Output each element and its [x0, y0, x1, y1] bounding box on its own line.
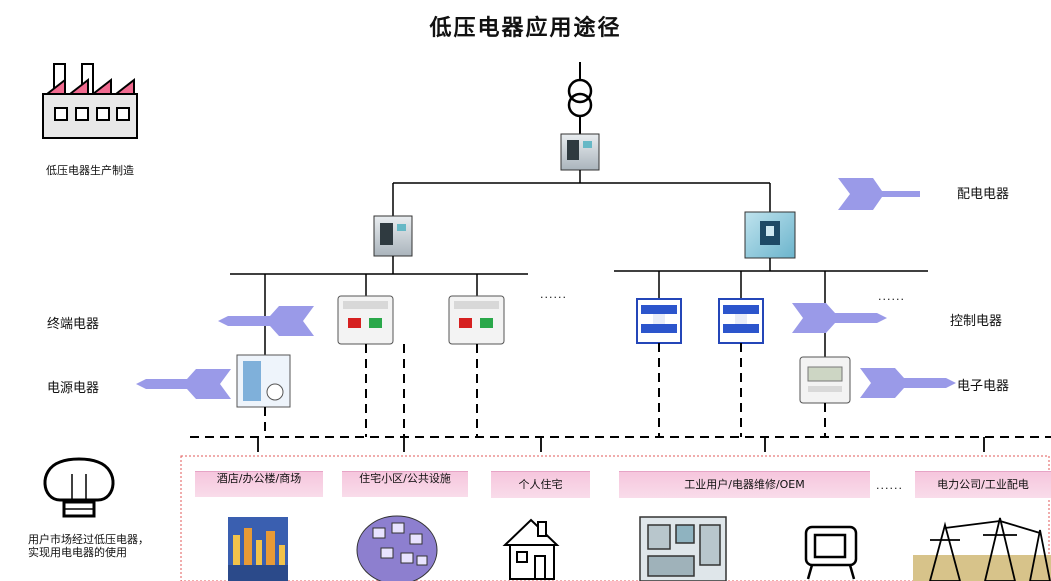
appliance-icon [804, 525, 858, 580]
category-residential-public: 住宅小区/公共设施 [342, 471, 468, 497]
category-utility-industrial-distribution: 电力公司/工业配电 [915, 471, 1051, 498]
light-bulb-icon [43, 457, 115, 518]
main-breaker-icon [560, 133, 600, 171]
category-private-home: 个人住宅 [491, 471, 590, 498]
sub-breaker-left-icon [373, 215, 413, 257]
power-lines-icon [913, 517, 1051, 581]
diagram-title: 低压电器应用途径 [429, 16, 622, 41]
contactor-1-icon [636, 298, 682, 344]
electronic-meter-icon [799, 356, 851, 404]
label-power-supply: 电源电器 [47, 381, 100, 396]
factory-icon [42, 63, 138, 139]
label-user-market: 用户市场经过低压电器，实现用电电器的使用 [28, 533, 149, 559]
transformer-icon [567, 62, 593, 134]
arrow-power-supply-icon [136, 369, 231, 399]
motor-protector-2-icon [448, 295, 505, 345]
label-control: 控制电器 [950, 314, 1003, 329]
house-icon [502, 518, 560, 580]
contactor-2-icon [718, 298, 764, 344]
power-supply-device-icon [236, 354, 291, 408]
category-hotel-office-mall: 酒店/办公楼/商场 [195, 471, 323, 497]
sub-breaker-right-icon [744, 211, 796, 259]
city-skyline-icon [228, 517, 288, 581]
label-distribution: 配电电器 [957, 187, 1010, 202]
arrow-distribution-icon [838, 178, 920, 210]
arrow-terminal-icon [218, 306, 314, 336]
label-manufacturing: 低压电器生产制造 [46, 164, 134, 177]
arrow-control-icon [792, 303, 887, 333]
industrial-machine-icon [639, 516, 727, 581]
motor-protector-1-icon [337, 295, 394, 345]
arrow-electronic-icon [860, 368, 956, 398]
ellipsis-categories: ...... [876, 479, 903, 492]
ellipsis-right-bus: ...... [878, 290, 905, 303]
residential-district-icon [356, 515, 438, 581]
category-industrial-oem: 工业用户/电器维修/OEM [619, 471, 870, 498]
label-terminal: 终端电器 [47, 317, 100, 332]
ellipsis-left-bus: ...... [540, 288, 567, 301]
label-electronic: 电子电器 [957, 379, 1010, 394]
